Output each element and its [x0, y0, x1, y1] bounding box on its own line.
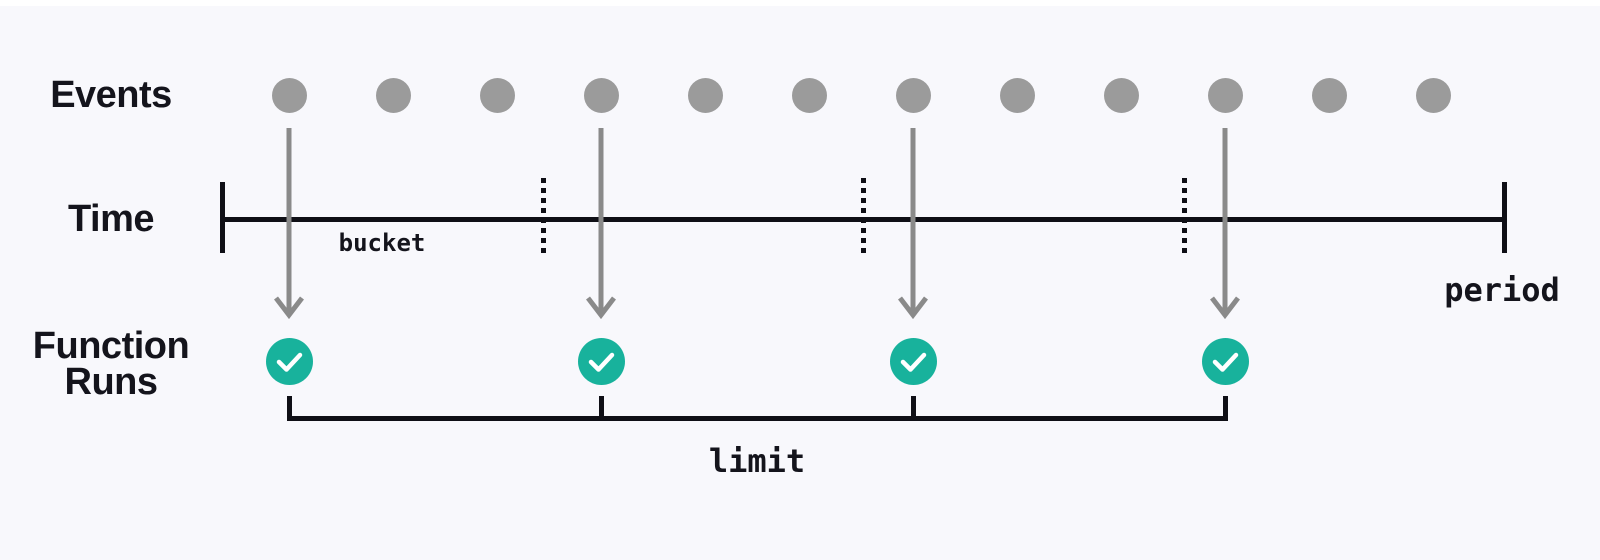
event-dot [583, 78, 619, 113]
event-dot [895, 78, 931, 113]
event-dot [1311, 78, 1347, 113]
event-dot [375, 78, 411, 113]
function-run-check-icon [1201, 338, 1249, 385]
event-to-run-arrow-icon [897, 128, 929, 320]
bucket-label: bucket [338, 229, 426, 257]
function-run-check-icon [577, 338, 625, 385]
event-dot [791, 78, 827, 113]
top-strip [0, 0, 1600, 6]
event-to-run-arrow-icon [585, 128, 617, 320]
limit-bracket-stub [1222, 396, 1228, 416]
limit-bracket-stub [598, 396, 604, 416]
event-dot [999, 78, 1035, 113]
function-run-check-icon [265, 338, 313, 385]
function-run-check-icon [889, 338, 937, 385]
period-end-tick [1501, 182, 1507, 253]
event-dot [271, 78, 307, 113]
event-dot [1415, 78, 1451, 113]
limit-bracket-stub [286, 396, 292, 416]
event-dot [1207, 78, 1243, 113]
function-runs-row-label: Function Runs [32, 325, 190, 403]
event-dot [687, 78, 723, 113]
event-to-run-arrow-icon [273, 128, 305, 320]
event-dot [1103, 78, 1139, 113]
limit-bracket-stub [910, 396, 916, 416]
time-row-label: Time [67, 198, 155, 240]
events-row-label: Events [50, 74, 172, 116]
event-dot [479, 78, 515, 113]
bucket-divider-dashed-line [540, 178, 546, 256]
bucket-divider-dashed-line [1181, 178, 1187, 256]
period-label: period [1444, 271, 1560, 309]
limit-label: limit [708, 442, 806, 480]
limit-bracket [286, 416, 1228, 421]
event-to-run-arrow-icon [1209, 128, 1241, 320]
bucket-divider-dashed-line [860, 178, 866, 256]
period-start-tick [219, 182, 225, 253]
